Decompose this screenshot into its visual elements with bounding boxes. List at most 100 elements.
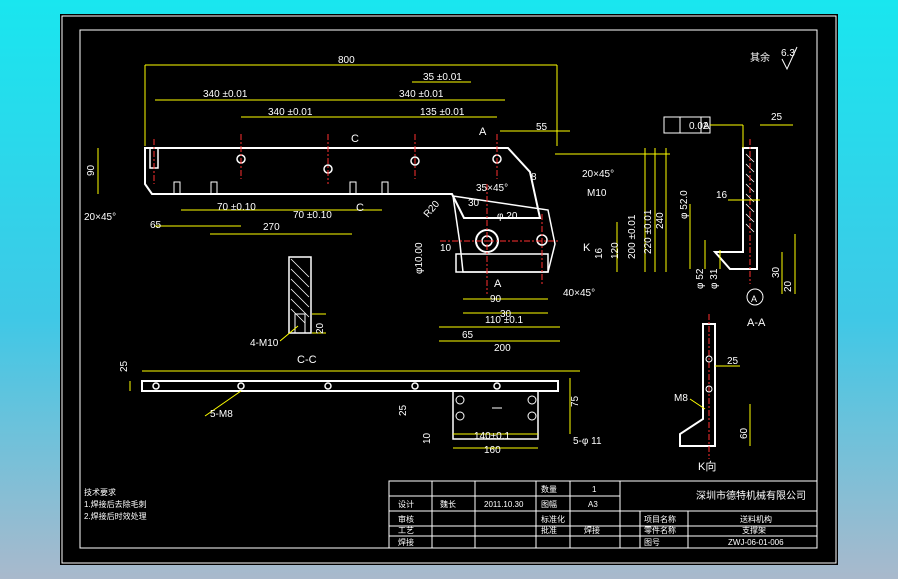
tb-scale: A3 <box>588 500 598 509</box>
tb-project: 送料机构 <box>740 514 772 524</box>
dim-20-b: 20 <box>783 280 794 292</box>
dim-135: 135 ±0.01 <box>420 107 465 118</box>
dim-65-b: 65 <box>462 330 474 341</box>
dim-phi10: φ10.00 <box>414 242 425 274</box>
tb-designer-label: 设计 <box>398 499 414 509</box>
dim-4-m10: 4-M10 <box>250 338 279 349</box>
dim-110: 110 ±0.1 <box>485 315 524 326</box>
dim-16-b: 16 <box>716 190 728 201</box>
dim-25-c: 25 <box>771 112 783 123</box>
tb-drawing-no-label: 图号 <box>644 538 660 547</box>
dim-340-b: 340 ±0.01 <box>399 89 444 100</box>
tb-project-label: 项目名称 <box>644 514 676 524</box>
dim-30-b: 30 <box>500 309 512 320</box>
drawing-sheet: 800 35 ±0.01 340 ±0.01 340 ±0.01 340 ±0.… <box>60 14 838 565</box>
tb-qty-label: 数量 <box>541 484 557 494</box>
dim-20x45-a: 20×45° <box>84 212 116 223</box>
label-datum-a: A <box>751 294 757 304</box>
label-a-a: A-A <box>747 317 766 329</box>
tb-date: 2011.10.30 <box>484 500 524 509</box>
cad-drawing: 800 35 ±0.01 340 ±0.01 340 ±0.01 340 ±0.… <box>61 15 837 564</box>
tb-checker: 审核 <box>398 514 414 524</box>
dim-90: 90 <box>86 164 97 176</box>
dim-5-m8: 5-M8 <box>210 409 233 420</box>
dim-220: 220 ±0.01 <box>643 209 654 254</box>
notes-title: 技术要求 <box>84 487 116 497</box>
tb-part-label: 零件名称 <box>644 525 676 535</box>
dim-60: 60 <box>739 427 750 439</box>
dim-10-a: 10 <box>440 243 452 254</box>
dim-20x45-b: 20×45° <box>582 169 614 180</box>
tb-scale-label: 图幅 <box>541 499 557 509</box>
dim-phi52-b: φ 52 <box>695 268 706 289</box>
dim-70-a: 70 ±0.10 <box>217 202 256 213</box>
dim-phi52-a: φ 52.0 <box>679 190 690 219</box>
dim-10-b: 10 <box>422 432 433 444</box>
dim-5-phi: 5-φ 11 <box>573 436 602 447</box>
dim-20: 20 <box>315 322 326 334</box>
dim-120: 120 <box>610 242 621 259</box>
label-k-arrow: K <box>583 242 591 254</box>
dim-35x45: 35×45° <box>476 183 508 194</box>
tb-standard: 标准化 <box>541 514 565 524</box>
roughness-label: 其余 <box>750 51 770 64</box>
dim-55: 55 <box>536 122 548 133</box>
tb-material-label: 焊接 <box>398 537 414 547</box>
dim-200-a: 200 ±0.01 <box>627 214 638 259</box>
tb-drawing-no: ZWJ-06-01-006 <box>728 538 784 547</box>
dim-m10: M10 <box>587 188 607 199</box>
tb-approve: 批准 <box>541 525 557 535</box>
tb-material: 焊接 <box>584 525 600 535</box>
bottom-view <box>129 370 580 449</box>
view-k <box>679 314 751 459</box>
dimension-text: 800 35 ±0.01 340 ±0.01 340 ±0.01 340 ±0.… <box>84 55 794 456</box>
dim-m8: M8 <box>674 393 688 404</box>
tb-qty: 1 <box>592 485 597 494</box>
label-section-c-bottom: C <box>356 202 364 214</box>
dim-30: 30 <box>468 198 480 209</box>
dim-tolerance: 0.02 <box>689 121 709 132</box>
dim-65-a: 65 <box>150 220 162 231</box>
dim-phi31: φ 31 <box>709 268 720 289</box>
label-section-c-c: C-C <box>297 354 317 366</box>
roughness-note: 其余 6.3 <box>750 48 795 64</box>
dim-40x45: 40×45° <box>563 288 595 299</box>
dim-25-d: 25 <box>727 356 739 367</box>
notes-line-1: 1.焊接后去除毛刺 <box>84 499 147 509</box>
technical-notes: 技术要求 1.焊接后去除毛刺 2.焊接后时效处理 <box>84 487 147 521</box>
dim-25-b: 25 <box>398 404 409 416</box>
outer-frame <box>61 15 837 564</box>
roughness-value: 6.3 <box>781 48 795 59</box>
title-block-text: 设计 魏长 2011.10.30 数量 1 图幅 A3 审核 工艺 标准化 批准… <box>398 484 806 547</box>
dim-75: 75 <box>570 395 581 407</box>
dim-datum-a: A <box>703 121 710 132</box>
dim-90-b: 90 <box>490 294 502 305</box>
tb-designer-name: 魏长 <box>440 499 456 509</box>
title-block <box>388 480 818 549</box>
dim-270: 270 <box>263 222 280 233</box>
front-view-dimensions <box>97 64 670 342</box>
tb-part: 支撑架 <box>742 525 766 535</box>
dim-240: 240 <box>655 212 666 229</box>
dim-8: 8 <box>531 172 537 183</box>
dim-30-c: 30 <box>771 266 782 278</box>
dim-r20: R20 <box>422 198 443 219</box>
tb-process: 工艺 <box>398 526 414 535</box>
section-c-c <box>279 256 326 342</box>
front-view <box>144 134 560 294</box>
label-section-c-top: C <box>351 133 359 145</box>
dim-200-b: 200 <box>494 343 511 354</box>
dim-35: 35 ±0.01 <box>423 72 462 83</box>
dim-16: 16 <box>594 247 605 259</box>
notes-line-2: 2.焊接后时效处理 <box>84 511 147 521</box>
dim-340-c: 340 ±0.01 <box>268 107 313 118</box>
section-a-a <box>663 116 796 306</box>
label-section-a-bottom: A <box>494 278 502 290</box>
dim-70-b: 70 ±0.10 <box>293 210 332 221</box>
dim-25-a: 25 <box>119 360 130 372</box>
dim-phi20: φ 20 <box>497 211 518 222</box>
dim-340-a: 340 ±0.01 <box>203 89 248 100</box>
label-section-a-top: A <box>479 126 487 138</box>
roughness-symbol <box>781 46 798 71</box>
dim-800: 800 <box>338 55 355 66</box>
